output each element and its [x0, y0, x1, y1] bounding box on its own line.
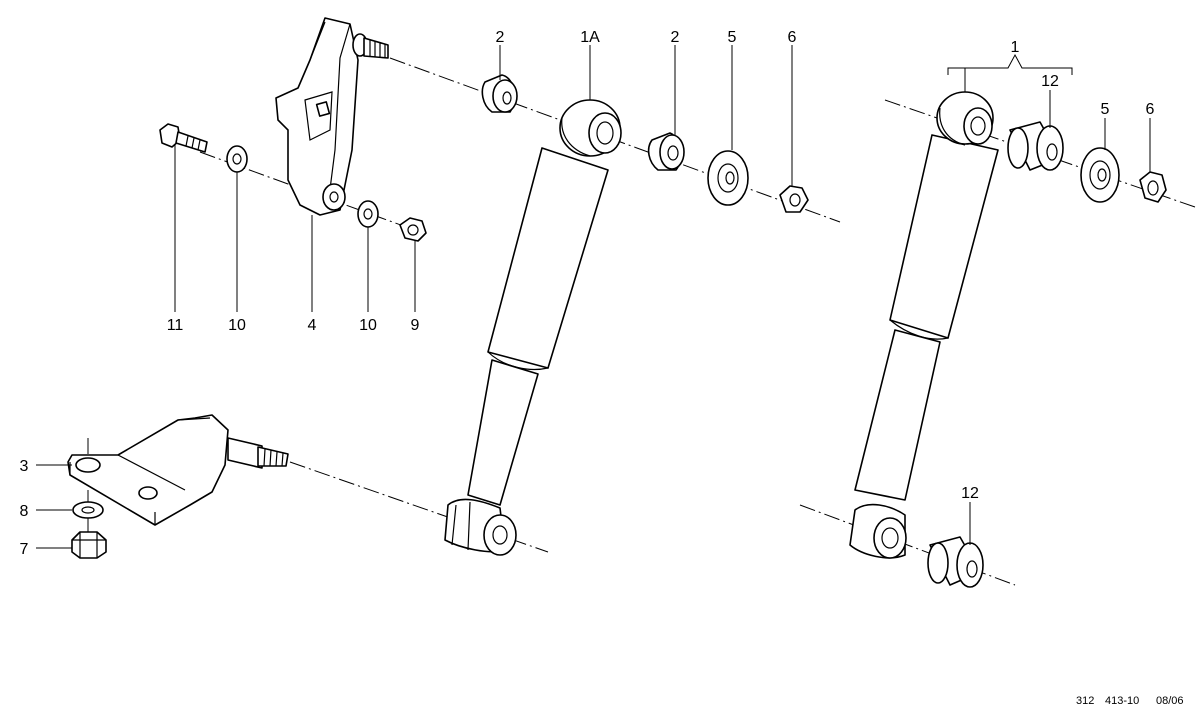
footer-page-number: 312 — [1076, 695, 1094, 707]
callout-10-right: 10 — [359, 317, 377, 334]
footer-date: 08/06 — [1156, 695, 1184, 707]
callout-12-bottom: 12 — [961, 485, 979, 502]
nut-9 — [399, 217, 427, 242]
washer-5-mid — [707, 150, 749, 206]
bushing-12-top — [1007, 121, 1064, 171]
shock-absorber-1 — [849, 91, 999, 559]
callout-5-mid: 5 — [728, 29, 737, 46]
callout-11: 11 — [167, 317, 184, 334]
callout-2-left: 2 — [496, 29, 505, 46]
washer-10-left — [226, 145, 248, 173]
callout-9: 9 — [411, 317, 420, 334]
leader-lines — [36, 45, 1151, 549]
shock-absorber-1A — [444, 99, 622, 556]
callout-1A: 1A — [580, 29, 600, 46]
diagram-footer: 312 413-10 08/06 — [1076, 695, 1184, 707]
footer-reference-code: 413-10 — [1105, 695, 1139, 707]
washer-5-right — [1080, 147, 1120, 203]
callout-2-right: 2 — [671, 29, 680, 46]
upper-mounting-bracket — [275, 17, 389, 216]
callout-5-right: 5 — [1101, 101, 1110, 118]
callout-labels: 1 1A 2 2 5 6 12 5 6 11 10 4 10 9 3 8 7 1… — [20, 29, 1155, 558]
lower-mounting-bracket — [67, 414, 289, 526]
washer-10-right — [357, 200, 379, 228]
nut-7 — [71, 531, 107, 559]
callout-10-left: 10 — [228, 317, 246, 334]
bushing-12-bottom — [927, 536, 984, 588]
callout-4: 4 — [308, 317, 317, 334]
callout-7: 7 — [20, 541, 29, 558]
bolt-11 — [159, 123, 208, 153]
callout-6-right: 6 — [1146, 101, 1155, 118]
callout-6-mid: 6 — [788, 29, 797, 46]
callout-1: 1 — [1011, 39, 1020, 56]
callout-12-top: 12 — [1041, 73, 1059, 90]
callout-3: 3 — [20, 458, 29, 475]
bushing-2-left — [481, 74, 518, 113]
nut-6-mid — [779, 185, 809, 213]
nut-6-right — [1139, 171, 1167, 203]
bushing-2-right — [647, 132, 685, 171]
washer-8 — [72, 501, 104, 519]
callout-8: 8 — [20, 503, 29, 520]
